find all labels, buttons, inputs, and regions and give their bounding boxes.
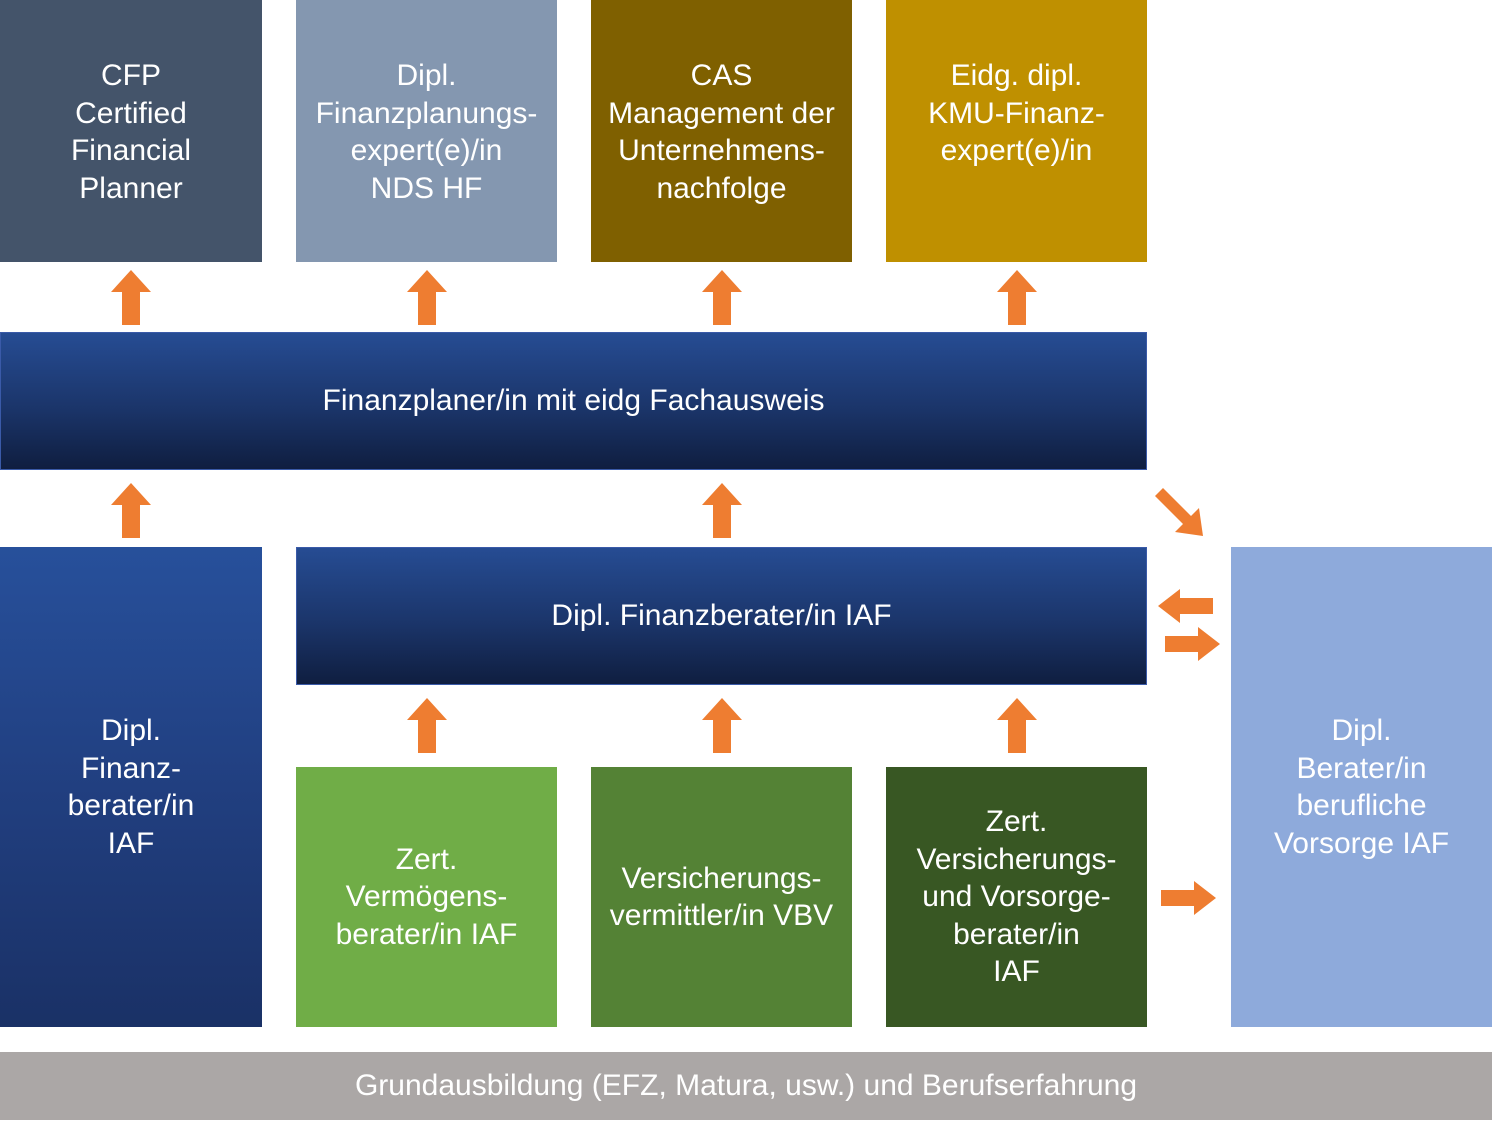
finanzberater-tall-label: Dipl. Finanz- berater/in IAF — [67, 714, 195, 860]
arrow-up-icon — [702, 698, 742, 753]
arrow-up-icon — [702, 483, 742, 538]
arrow-diagonal-icon — [1155, 488, 1203, 536]
vorsorgeberater-label: Zert. Versicherungs- und Vorsorge- berat… — [916, 805, 1117, 989]
cfp-box: CFP Certified Financial Planner — [0, 0, 262, 262]
grundausbildung-label: Grundausbildung (EFZ, Matura, usw.) und … — [354, 1069, 1138, 1102]
finanzplanungsexperte-box: Dipl. Finanzplanungs- expert(e)/in NDS H… — [296, 0, 557, 262]
arrow-right-icon — [1165, 627, 1220, 661]
grundausbildung-bar: Grundausbildung (EFZ, Matura, usw.) und … — [0, 1052, 1492, 1120]
arrow-up-icon — [702, 270, 742, 325]
arrow-left-icon — [1158, 589, 1213, 623]
finanzplaner-box: Finanzplaner/in mit eidg Fachausweis — [0, 332, 1147, 470]
versicherungsvermittler-box: Versicherungs- vermittler/in VBV — [591, 767, 852, 1027]
arrow-up-icon — [111, 270, 151, 325]
berufliche-vorsorge-label: Dipl. Berater/in berufliche Vorsorge IAF — [1273, 714, 1450, 860]
arrow-up-icon — [997, 698, 1037, 753]
kmu-box: Eidg. dipl. KMU-Finanz- expert(e)/in — [886, 0, 1147, 262]
cas-label: CAS Management der Unternehmens- nachfol… — [608, 59, 835, 205]
cas-box: CAS Management der Unternehmens- nachfol… — [591, 0, 852, 262]
finanzberater-tall-box: Dipl. Finanz- berater/in IAF — [0, 547, 262, 1027]
arrow-up-icon — [407, 698, 447, 753]
versicherungsvermittler-label: Versicherungs- vermittler/in VBV — [609, 861, 834, 933]
arrow-up-icon — [111, 483, 151, 538]
finanzplanungsexperte-label: Dipl. Finanzplanungs- expert(e)/in NDS H… — [315, 59, 538, 205]
cfp-label: CFP Certified Financial Planner — [70, 59, 192, 205]
vermoegensberater-label: Zert. Vermögens- berater/in IAF — [335, 842, 518, 951]
finanzberater-wide-box: Dipl. Finanzberater/in IAF — [296, 547, 1147, 685]
arrow-up-icon — [407, 270, 447, 325]
berufliche-vorsorge-box: Dipl. Berater/in berufliche Vorsorge IAF — [1231, 547, 1492, 1027]
arrow-right-icon — [1161, 881, 1216, 915]
finanzplaner-label: Finanzplaner/in mit eidg Fachausweis — [322, 384, 825, 417]
arrow-up-icon — [997, 270, 1037, 325]
finanzberater-wide-label: Dipl. Finanzberater/in IAF — [551, 599, 892, 632]
kmu-label: Eidg. dipl. KMU-Finanz- expert(e)/in — [928, 59, 1105, 167]
vorsorgeberater-box: Zert. Versicherungs- und Vorsorge- berat… — [886, 767, 1147, 1027]
vermoegensberater-box: Zert. Vermögens- berater/in IAF — [296, 767, 557, 1027]
